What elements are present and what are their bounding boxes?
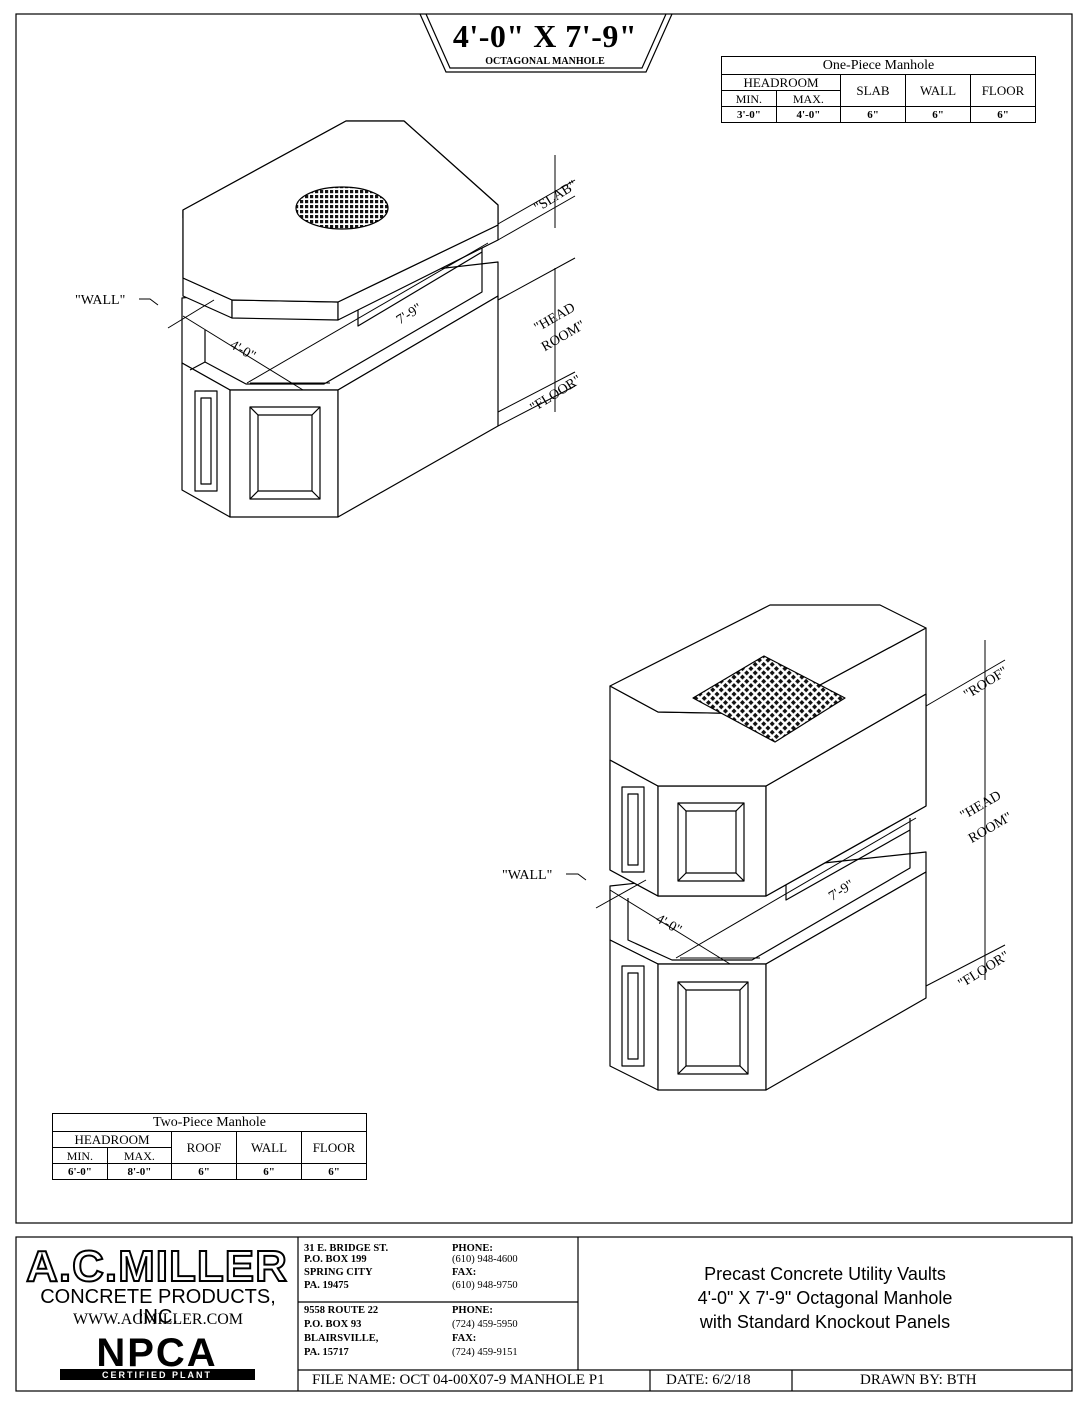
two-piece-manhole-drawing (609, 604, 927, 1091)
drawing-description: Precast Concrete Utility Vaults 4'-0" X … (580, 1262, 1070, 1334)
table-header: MIN. (52, 1147, 108, 1164)
address-line: PA. 19475 (304, 1280, 349, 1291)
table-caption: Two-Piece Manhole (52, 1113, 367, 1132)
drawing-subtitle: OCTAGONAL MANHOLE (485, 56, 605, 67)
table-header: SLAB (840, 74, 906, 107)
two-piece-dimension-lines (566, 640, 1006, 987)
sheet-frame (15, 13, 1073, 1392)
fax-label: FAX: (452, 1267, 477, 1278)
address-line: P.O. BOX 199 (304, 1254, 367, 1265)
table-header: FLOOR (301, 1131, 367, 1164)
phone-label: PHONE: (452, 1243, 493, 1254)
table-header: HEADROOM (52, 1131, 172, 1148)
table-header: FLOOR (970, 74, 1036, 107)
table-cell: 6" (905, 106, 971, 123)
table-header: HEADROOM (721, 74, 841, 91)
address-line: PA. 15717 (304, 1347, 349, 1358)
description-line-1: Precast Concrete Utility Vaults (704, 1264, 946, 1284)
drawn-by: DRAWN BY: BTH (860, 1372, 977, 1388)
label-wall: "WALL" (75, 293, 125, 308)
one-piece-dimension-lines (139, 155, 576, 427)
address-line: P.O. BOX 93 (304, 1319, 362, 1330)
company-website[interactable]: WWW.ACMILLER.COM (72, 1311, 244, 1328)
address-line: 31 E. BRIDGE ST. (304, 1243, 389, 1254)
table-header: MAX. (775, 90, 842, 107)
npca-logo-text: NPCA (96, 1333, 217, 1375)
one-piece-table: One-Piece Manhole HEADROOM SLAB WALL FLO… (721, 56, 1036, 123)
table-header: MAX. (106, 1147, 173, 1164)
office-contact-2: PHONE: (724) 459-5950 FAX: (724) 459-915… (452, 1305, 572, 1358)
title-block-grid (297, 1237, 1072, 1391)
npca-logo: NPCA CERTIFIED PLANT (60, 1333, 255, 1380)
table-cell: 6" (171, 1163, 237, 1180)
table-cell: 8'-0" (106, 1163, 173, 1180)
phone-label: PHONE: (452, 1305, 493, 1316)
fax-number: (724) 459-9151 (452, 1347, 518, 1358)
office-contact-1: PHONE: (610) 948-4600 FAX: (610) 948-975… (452, 1243, 572, 1291)
phone-number: (610) 948-4600 (452, 1254, 518, 1265)
fax-label: FAX: (452, 1333, 477, 1344)
table-cell: 3'-0" (721, 106, 777, 123)
address-line: 9558 ROUTE 22 (304, 1305, 379, 1316)
label-wall-2: "WALL" (502, 868, 552, 883)
table-header: WALL (236, 1131, 302, 1164)
title-banner (419, 13, 673, 73)
table-cell: 6" (970, 106, 1036, 123)
table-header: ROOF (171, 1131, 237, 1164)
company-name: CONCRETE PRODUCTS, INC. (40, 1286, 276, 1328)
acmiller-logo-text: A.C.MILLER (26, 1242, 288, 1289)
phone-number: (724) 459-5950 (452, 1319, 518, 1330)
table-caption: One-Piece Manhole (721, 56, 1036, 75)
address-line: SPRING CITY (304, 1267, 373, 1278)
acmiller-logo: A.C.MILLER (25, 1241, 288, 1289)
label-roof: "ROOF" (961, 664, 1010, 703)
label-floor-2: "FLOOR" (956, 949, 1013, 992)
office-address-2: 9558 ROUTE 22 P.O. BOX 93 BLAIRSVILLE, P… (304, 1305, 444, 1358)
table-cell: 6" (301, 1163, 367, 1180)
drawing-title: 4'-0" X 7'-9" (452, 18, 638, 54)
description-line-2: 4'-0" X 7'-9" Octagonal Manhole (697, 1288, 953, 1308)
drawing-date: DATE: 6/2/18 (666, 1372, 751, 1388)
description-line-3: with Standard Knockout Panels (699, 1312, 951, 1332)
label-floor: "FLOOR" (528, 373, 585, 416)
two-piece-table: Two-Piece Manhole HEADROOM ROOF WALL FLO… (52, 1113, 367, 1180)
npca-certified-text: CERTIFIED PLANT (102, 1370, 212, 1380)
table-header: WALL (905, 74, 971, 107)
table-cell: 6" (236, 1163, 302, 1180)
table-cell: 4'-0" (775, 106, 842, 123)
table-cell: 6'-0" (52, 1163, 108, 1180)
table-cell: 6" (840, 106, 906, 123)
office-address-1: 31 E. BRIDGE ST. P.O. BOX 199 SPRING CIT… (304, 1243, 444, 1291)
file-name: FILE NAME: OCT 04-00X07-9 MANHOLE P1 (312, 1372, 605, 1388)
fax-number: (610) 948-9750 (452, 1280, 518, 1291)
address-line: BLAIRSVILLE, (304, 1333, 379, 1344)
table-header: MIN. (721, 90, 777, 107)
one-piece-manhole-drawing (181, 120, 499, 518)
